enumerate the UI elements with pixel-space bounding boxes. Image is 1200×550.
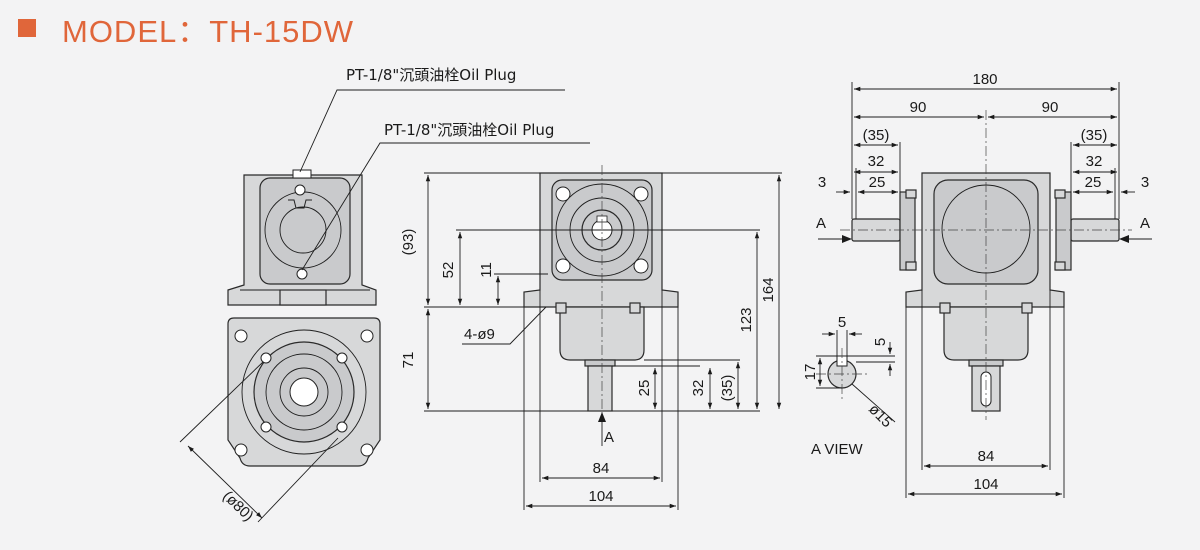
header-square-icon	[18, 19, 36, 37]
dim-3-right: 3	[1141, 174, 1149, 191]
dim-25-shaft: 25	[636, 380, 653, 397]
dim-35-right: (35)	[1081, 127, 1108, 144]
dim-84-side: 84	[978, 448, 995, 465]
header: MODEL：TH-15DW	[18, 8, 355, 49]
dim-35-shaft: (35)	[719, 375, 736, 402]
logo-icon	[288, 184, 312, 209]
dim-104-front: 104	[588, 488, 613, 505]
dim-71: 71	[400, 352, 417, 369]
right-side-view: 180 90 90 (35) (35) 32 32 25 25 3 3 A A	[816, 71, 1152, 498]
oil-plug-label-1: PT-1/8"沉頭油栓Oil Plug	[346, 66, 516, 84]
a-view-label: A VIEW	[811, 441, 864, 458]
dim-phi15: ø15	[865, 401, 895, 431]
dim-123: 123	[738, 307, 755, 332]
dim-52: 52	[440, 262, 457, 279]
oil-plug-label-2: PT-1/8"沉頭油栓Oil Plug	[384, 121, 554, 139]
dim-4-phi9: 4-ø9	[464, 326, 495, 343]
dim-11: 11	[478, 262, 495, 278]
dim-164: 164	[760, 277, 777, 302]
arrow-a-bottom: A	[604, 429, 614, 446]
oil-plug-bottom-icon	[296, 268, 308, 280]
dim-32-left: 32	[868, 153, 885, 170]
oil-plug-top-icon	[292, 169, 312, 179]
dim-93: (93)	[400, 229, 417, 256]
arrow-a-left: A	[816, 215, 826, 232]
dim-3-left: 3	[818, 174, 826, 191]
dim-90-right: 90	[1042, 99, 1059, 116]
middle-front-view: (93) 71 52 11 25 32 (35) 123 164 4-ø9 84…	[400, 165, 782, 510]
dim-25-right: 25	[1085, 174, 1102, 191]
dim-32-shaft: 32	[690, 380, 707, 397]
dim-90-left: 90	[910, 99, 927, 116]
arrow-a-right: A	[1140, 215, 1150, 232]
dim-180: 180	[972, 71, 997, 88]
dim-key-5-width: 5	[838, 314, 846, 331]
dim-key-5-height: 5	[872, 338, 889, 346]
dim-84-front: 84	[593, 460, 610, 477]
left-top-view: PT-1/8"沉頭油栓Oil Plug PT-1/8"沉頭油栓Oil Plug	[227, 66, 590, 306]
dim-key-17: 17	[802, 364, 819, 381]
model-title: MODEL：TH-15DW	[62, 13, 355, 49]
dim-25-left: 25	[869, 174, 886, 191]
dim-phi80: (ø80)	[219, 488, 257, 525]
dim-35-left: (35)	[863, 127, 890, 144]
dim-104-side: 104	[973, 476, 998, 493]
dim-32-right: 32	[1086, 153, 1103, 170]
left-flange-view: (ø80)	[179, 317, 381, 525]
a-view-detail: 5 5 17 ø15 A VIEW	[802, 314, 895, 458]
